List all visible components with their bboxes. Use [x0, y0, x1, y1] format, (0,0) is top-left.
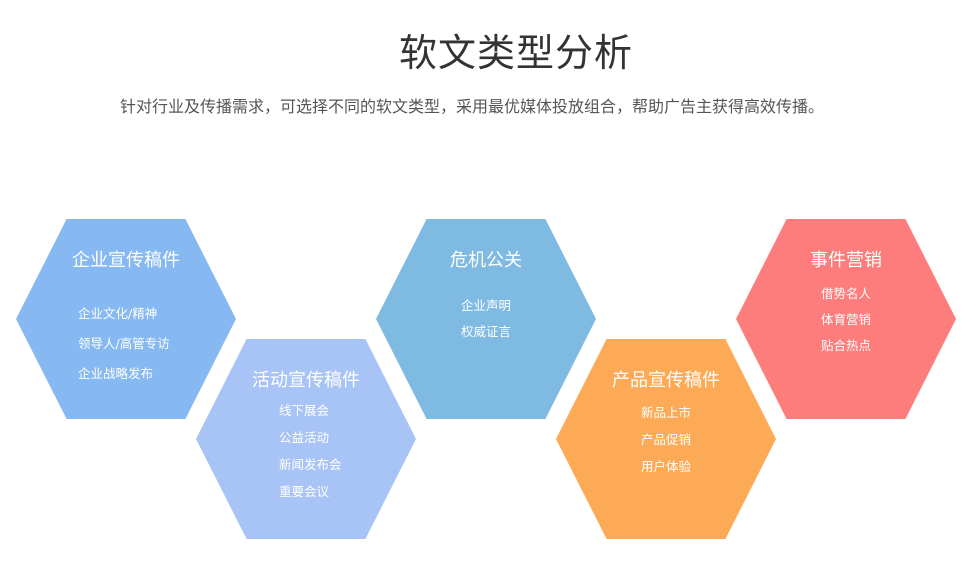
hexagon-item-list: 新品上市 产品促销 用户体验 — [556, 399, 776, 480]
hexagon-item-list: 企业文化/精神 领导人/高管专访 企业战略发布 — [78, 299, 170, 389]
hexagon-title: 企业宣传稿件 — [72, 250, 180, 271]
list-item: 体育营销 — [820, 312, 871, 327]
list-item: 借势名人 — [820, 286, 871, 301]
hexagon-corporate-promotion: 企业宣传稿件 企业文化/精神 领导人/高管专访 企业战略发布 — [16, 219, 236, 419]
hexagon-product-promotion: 产品宣传稿件 新品上市 产品促销 用户体验 — [556, 339, 776, 539]
hexagon-item-list: 借势名人 体育营销 贴合热点 — [736, 281, 956, 359]
list-item: 企业战略发布 — [78, 366, 154, 381]
list-item: 线下展会 — [279, 403, 330, 418]
list-item: 企业文化/精神 — [78, 306, 158, 321]
hexagon-item-list: 企业声明 权威证言 — [376, 293, 596, 345]
hexagon-title: 危机公关 — [450, 250, 522, 271]
hexagon-event-promotion: 活动宣传稿件 线下展会 公益活动 新闻发布会 重要会议 — [196, 339, 416, 539]
list-item: 企业声明 — [460, 298, 511, 313]
list-item: 产品促销 — [640, 432, 691, 447]
hexagon-title: 活动宣传稿件 — [252, 370, 360, 391]
list-item: 新闻发布会 — [279, 457, 342, 472]
hexagon-title: 产品宣传稿件 — [612, 370, 720, 391]
list-item: 重要会议 — [279, 484, 330, 499]
page-title: 软文类型分析 — [398, 31, 633, 75]
hexagon-title: 事件营销 — [810, 250, 882, 271]
hexagon-crisis-pr: 危机公关 企业声明 权威证言 — [376, 219, 596, 419]
hexagon-event-marketing: 事件营销 借势名人 体育营销 贴合热点 — [736, 219, 956, 419]
list-item: 贴合热点 — [820, 338, 871, 353]
list-item: 公益活动 — [279, 430, 330, 445]
page-subtitle: 针对行业及传播需求，可选择不同的软文类型，采用最优媒体投放组合，帮助广告主获得高… — [120, 97, 825, 116]
list-item: 用户体验 — [640, 459, 691, 474]
list-item: 领导人/高管专访 — [78, 336, 170, 351]
list-item: 权威证言 — [460, 324, 511, 339]
hexagon-item-list: 线下展会 公益活动 新闻发布会 重要会议 — [279, 397, 342, 505]
list-item: 新品上市 — [640, 405, 691, 420]
